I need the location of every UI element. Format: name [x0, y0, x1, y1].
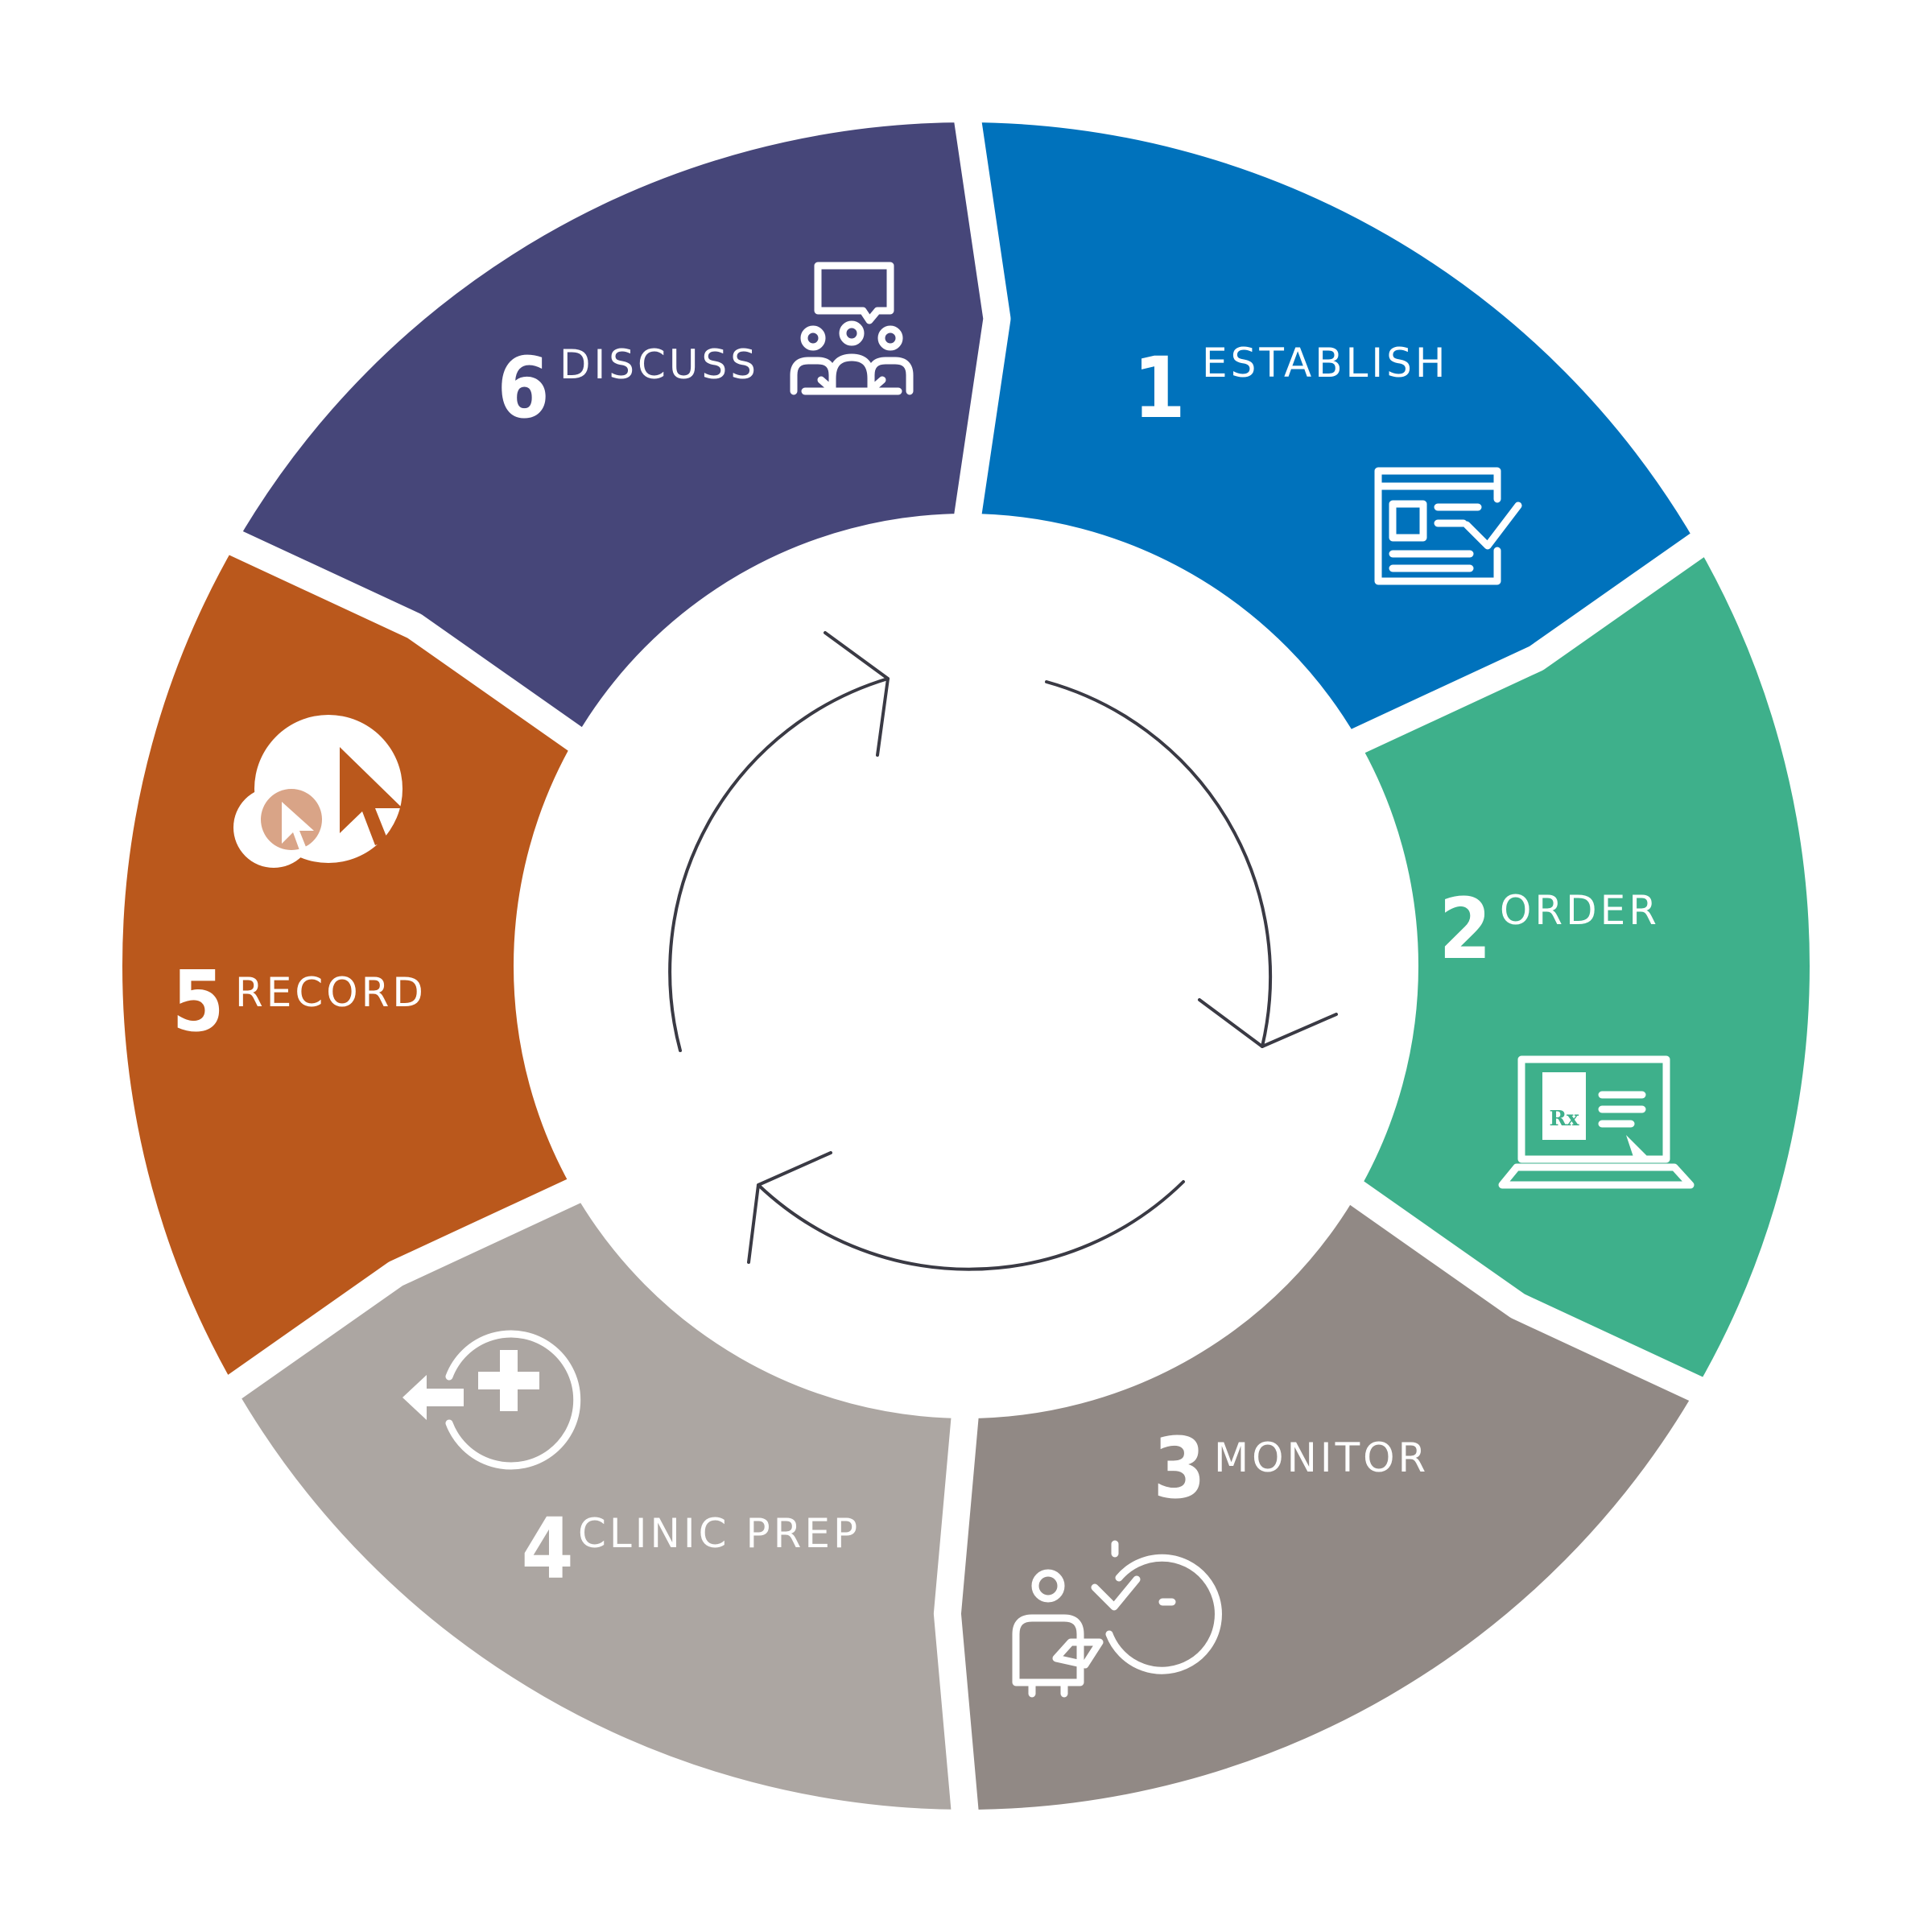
cursor-click-icon: [233, 715, 402, 868]
patient-clock-check-icon: [1012, 1540, 1222, 1698]
segment-step-2: [1331, 523, 1838, 1409]
segment-step-4: [209, 1171, 980, 1837]
svg-text:Rx: Rx: [1549, 1107, 1579, 1131]
step-1-number: 1: [1133, 339, 1185, 437]
segment-step-5: [95, 523, 601, 1409]
laptop-prescription-icon: Rx: [1498, 1055, 1695, 1189]
step-3: 3 MONITOR: [1012, 1419, 1429, 1698]
step-4: 4 CLINIC PREP: [402, 1330, 861, 1598]
step-3-label: MONITOR: [1214, 1435, 1429, 1481]
step-2-label: ORDER: [1500, 887, 1660, 934]
step-2-number: 2: [1439, 880, 1491, 978]
step-4-label: CLINIC PREP: [578, 1510, 861, 1557]
step-6: 6 DISCUSS: [497, 262, 914, 437]
step-6-label: DISCUSS: [559, 341, 759, 388]
cycle-segments: [95, 95, 1838, 1837]
step-6-number: 6: [497, 339, 549, 437]
step-2: 2 ORDER Rx: [1439, 880, 1695, 1189]
team-discussion-icon: [790, 262, 914, 395]
step-4-number: 4: [521, 1500, 573, 1598]
step-5: 5 RECORD: [171, 715, 427, 1051]
segment-step-1: [952, 95, 1723, 761]
step-1-label: ESTABLISH: [1202, 340, 1448, 386]
segment-step-6: [209, 95, 1011, 761]
clinic-return-plus-icon: [402, 1330, 581, 1470]
step-5-number: 5: [171, 952, 224, 1051]
step-1: 1 ESTABLISH: [1133, 339, 1522, 585]
checklist-form-icon: [1374, 467, 1522, 585]
step-5-label: RECORD: [235, 969, 427, 1016]
step-3-number: 3: [1153, 1419, 1205, 1517]
cycle-arrows-icon: [668, 631, 1338, 1271]
